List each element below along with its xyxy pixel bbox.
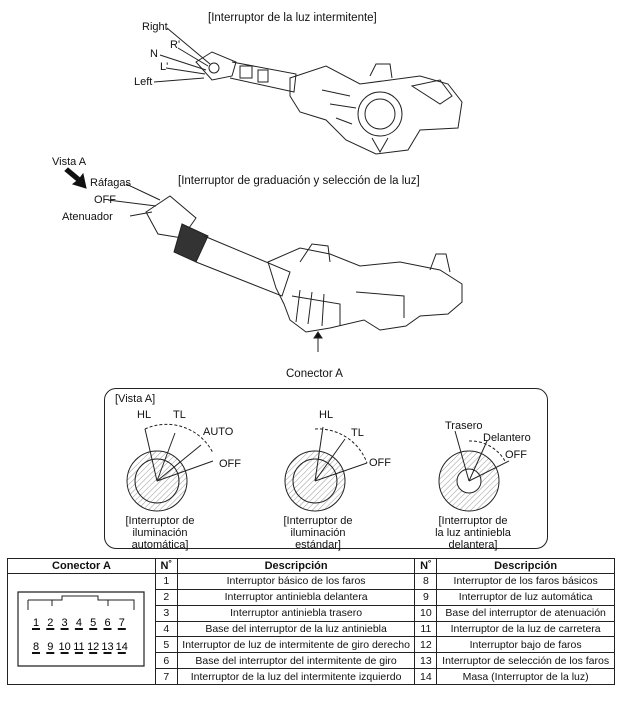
dial1-mark-tl: TL (173, 409, 186, 421)
pin-number: 5 (154, 636, 178, 654)
pin-number: 4 (154, 620, 178, 638)
pin-label: 1 (33, 617, 39, 629)
standard-light-dial (284, 426, 368, 512)
dial1-mark-hl: HL (137, 409, 152, 421)
pin-label: 11 (74, 641, 85, 653)
position-l-prime-label: L' (160, 61, 169, 73)
pin-number: 13 (414, 652, 438, 670)
view-a-panel: [Vista A] (104, 388, 548, 551)
pin-number: 11 (414, 620, 438, 638)
pin-label: 4 (76, 617, 82, 629)
connector-a-label: Conector A (286, 368, 343, 380)
pin-label: 13 (102, 641, 114, 653)
pin-description: Interruptor básico de los faros (176, 573, 416, 590)
header-no-right: N˚ (414, 558, 438, 574)
pin-number: 3 (154, 604, 178, 622)
light-switch-title: [Interruptor de graduación y selección d… (178, 175, 420, 187)
position-off-label: OFF (94, 194, 116, 206)
view-a-panel-title: [Vista A] (115, 393, 156, 405)
pin-description: Interruptor de la luz de carretera (436, 620, 615, 638)
pin-label: 9 (48, 641, 54, 653)
connector-pin-table: Conector A N˚ Descripción N˚ Descripción… (7, 558, 615, 685)
view-a-arrow (64, 167, 87, 189)
pin-description: Base del interruptor de la luz antiniebl… (176, 620, 416, 638)
view-a-label: Vista A (52, 156, 87, 168)
turn-signal-switch-title: [Interruptor de la luz intermitente] (208, 12, 377, 24)
pin-label: 10 (59, 641, 71, 653)
position-r-prime-label: R' (170, 39, 181, 51)
dials-drawing (126, 423, 510, 512)
pin-description: Base del interruptor del intermitente de… (176, 652, 416, 670)
pin-number: 12 (414, 636, 438, 654)
position-left-label: Left (134, 76, 153, 88)
dial3-mark-delantero: Delantero (483, 432, 531, 444)
pin-description: Interruptor de selección de los faros (436, 652, 615, 670)
dial1-mark-auto: AUTO (203, 426, 234, 438)
pin-number: 1 (154, 573, 178, 590)
dial3-mark-off: OFF (505, 449, 527, 461)
pin-label: 8 (33, 641, 39, 653)
pin-description: Interruptor de la luz del intermitente i… (176, 668, 416, 685)
dial2-mark-tl: TL (351, 427, 364, 439)
pin-label: 3 (62, 617, 68, 629)
turn-signal-switch-drawing (153, 27, 463, 155)
pin-label: 6 (105, 617, 111, 629)
pin-description: Interruptor bajo de faros (436, 636, 615, 654)
pin-description: Interruptor antiniebla trasero (176, 604, 416, 622)
pin-label: 7 (119, 617, 125, 629)
header-no-left: N˚ (154, 558, 178, 574)
pin-description: Interruptor de luz de intermitente de gi… (176, 636, 416, 654)
pin-number: 6 (154, 652, 178, 670)
header-description-left: Descripción (176, 558, 416, 574)
dial1-mark-off: OFF (219, 458, 241, 470)
dial3-mark-trasero: Trasero (445, 420, 483, 432)
switch-illustration (64, 27, 463, 352)
pin-label: 5 (91, 617, 97, 629)
pin-label: 12 (88, 641, 100, 653)
position-n-label: N (150, 48, 158, 60)
pin-number: 7 (154, 668, 178, 685)
position-rafagas-label: Ráfagas (90, 177, 131, 189)
pin-description: Interruptor antiniebla delantera (176, 588, 416, 606)
pin-description: Masa (Interruptor de la luz) (436, 668, 615, 685)
dial2-mark-hl: HL (319, 409, 334, 421)
auto-light-dial (126, 423, 214, 512)
light-switch-drawing (107, 183, 463, 352)
pin-number: 2 (154, 588, 178, 606)
position-atenuador-label: Atenuador (62, 211, 113, 223)
pin-number: 10 (414, 604, 438, 622)
pin-number: 14 (414, 668, 438, 685)
pin-label: 2 (48, 617, 54, 629)
pin-description: Interruptor de los faros básicos (436, 573, 615, 590)
front-fog-dial (438, 430, 510, 512)
pin-number: 9 (414, 588, 438, 606)
pin-description: Base del interruptor de atenuación (436, 604, 615, 622)
position-right-label: Right (142, 21, 168, 33)
pin-label: 14 (116, 641, 128, 653)
pin-description: Interruptor de luz automática (436, 588, 615, 606)
header-description-right: Descripción (436, 558, 615, 574)
table-header-row: Conector A N˚ Descripción N˚ Descripción (7, 558, 615, 574)
pin-number: 8 (414, 573, 438, 590)
dial2-mark-off: OFF (369, 457, 391, 469)
header-connector: Conector A (7, 558, 156, 574)
